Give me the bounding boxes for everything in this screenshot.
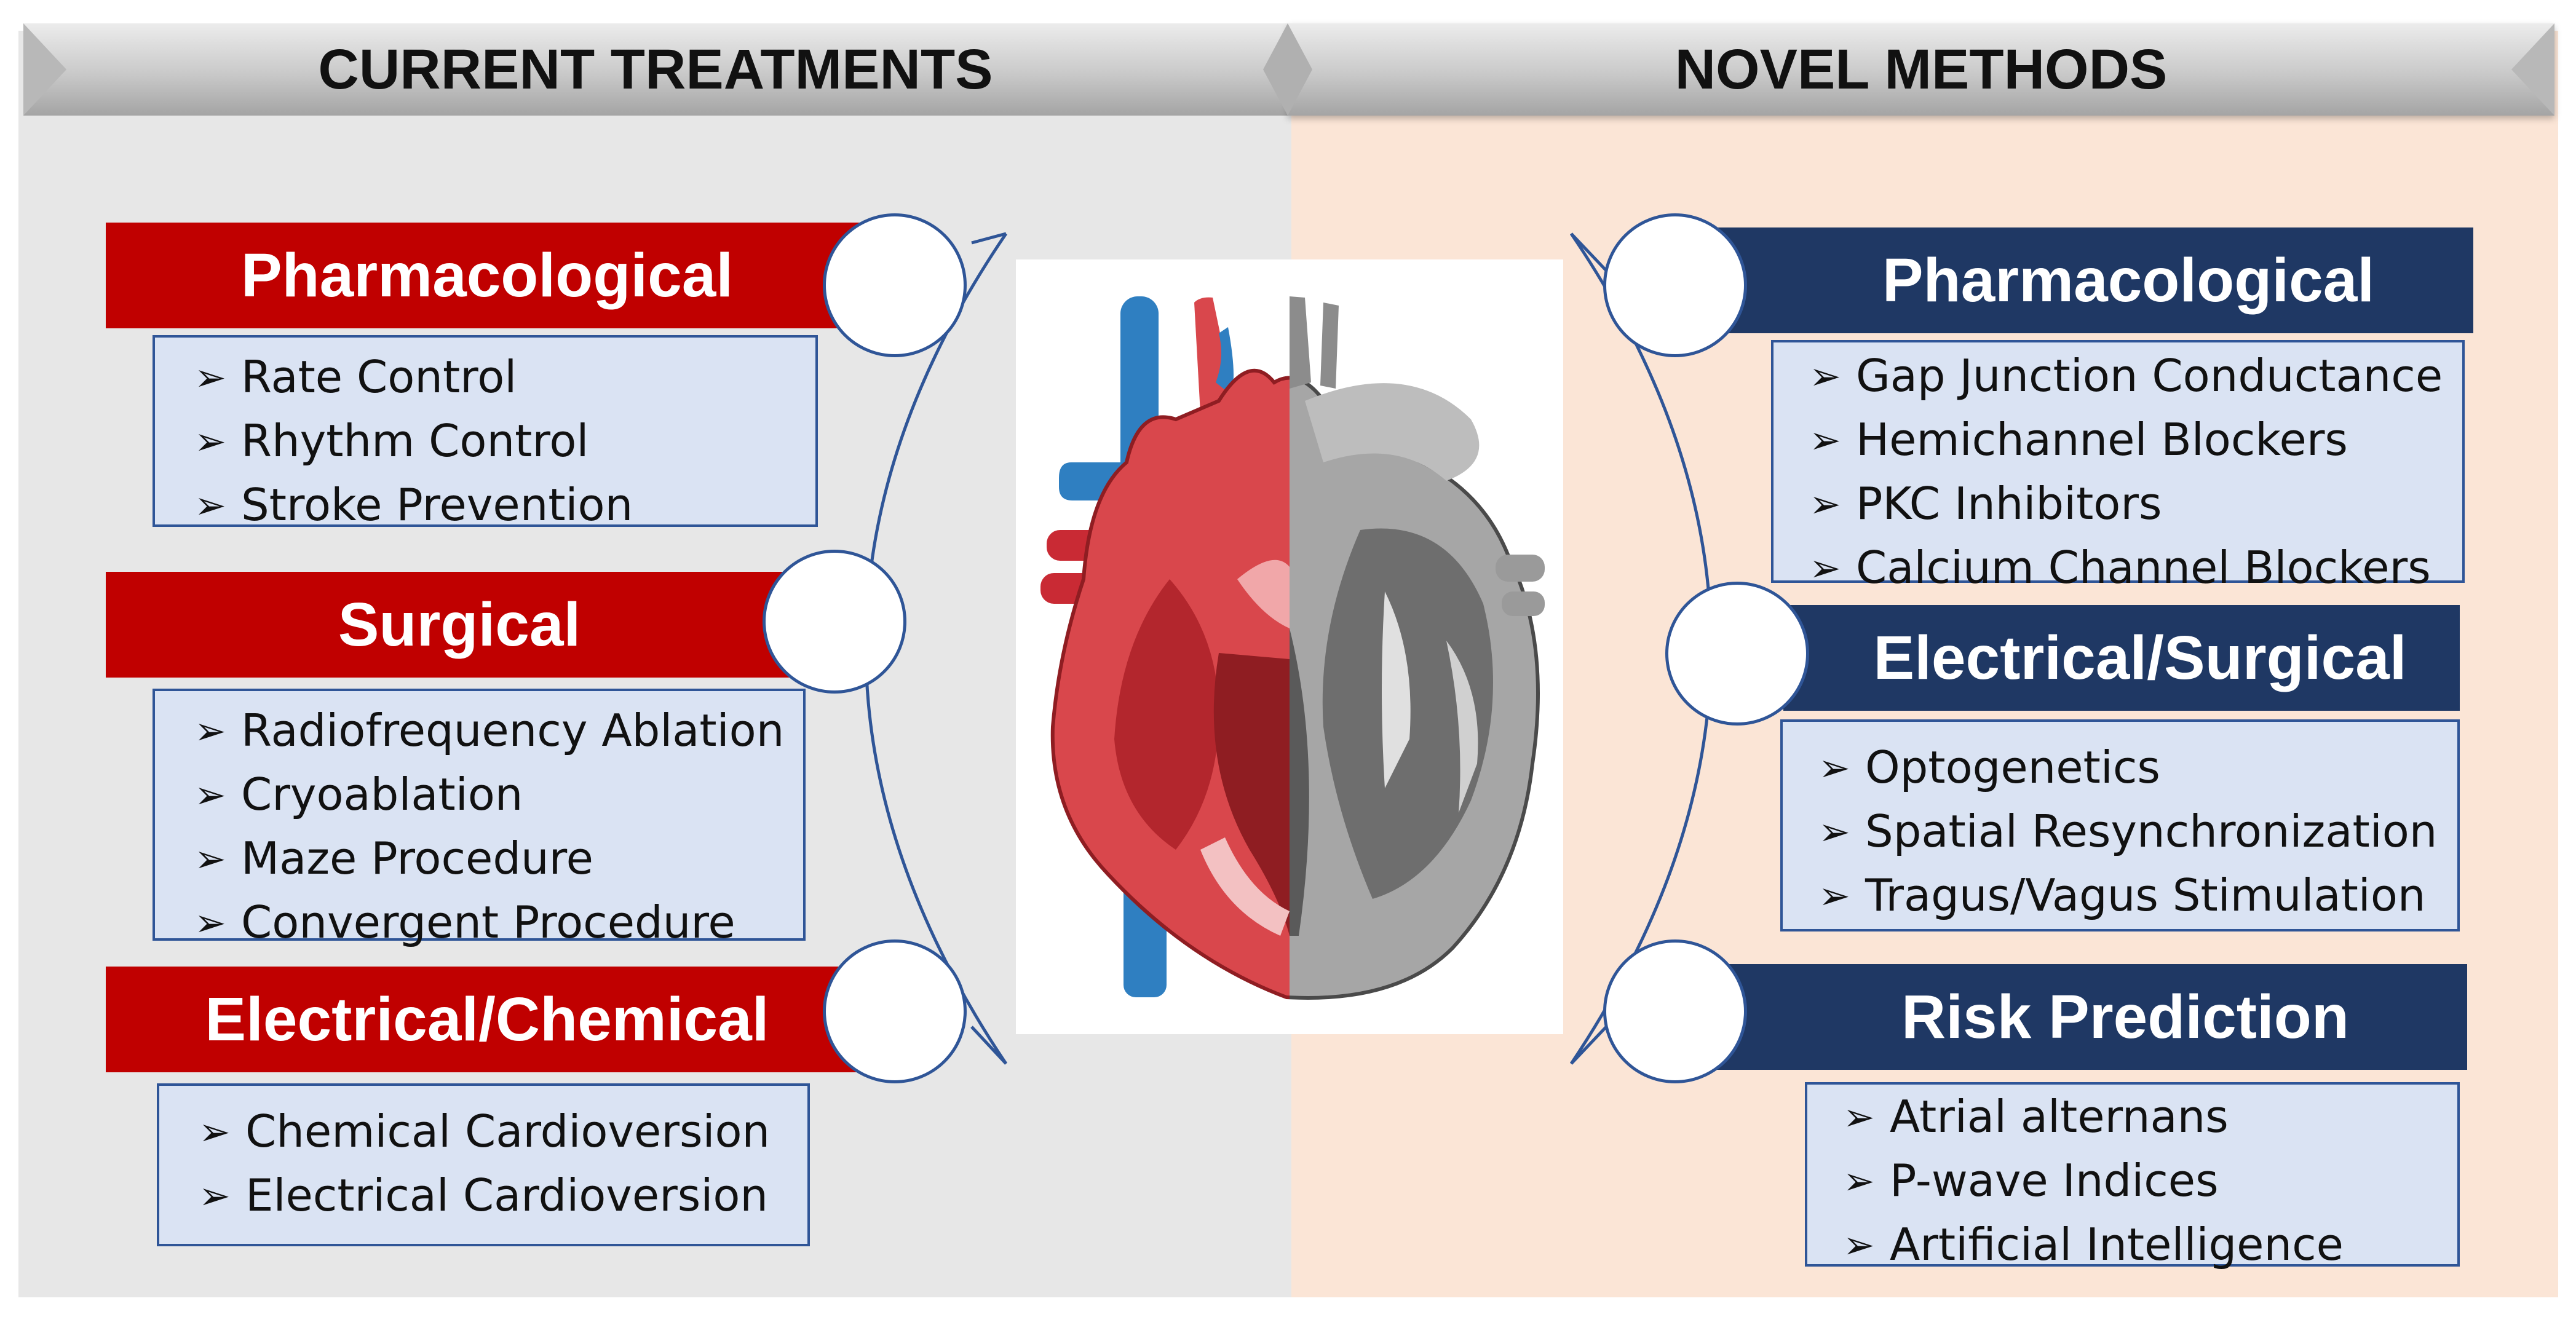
list-item: ➢Atrial alternans (1828, 1085, 2457, 1149)
arrowhead-bullet-icon: ➢ (1843, 1158, 1875, 1203)
header-middle-bevel (1263, 23, 1312, 116)
category-current-surgical: Surgical (106, 572, 813, 678)
category-title: Electrical/Chemical (205, 984, 769, 1054)
list-item: ➢Spatial Resynchronization (1804, 799, 2457, 863)
left-arc-top-tick (971, 232, 1007, 245)
current-surgical-list: ➢Radiofrequency Ablation ➢Cryoablation ➢… (153, 689, 806, 948)
category-title: Pharmacological (240, 240, 734, 310)
arrowhead-bullet-icon: ➢ (194, 772, 226, 817)
arrowhead-bullet-icon: ➢ (1818, 809, 1850, 854)
list-item: ➢Maze Procedure (180, 826, 803, 890)
list-item: ➢Chemical Cardioversion (184, 1099, 807, 1163)
category-novel-risk-prediction: Risk Prediction (1710, 964, 2467, 1070)
list-item: ➢P-wave Indices (1828, 1149, 2457, 1212)
header-left-bevel (23, 23, 66, 116)
list-item: ➢Calcium Channel Blockers (1794, 536, 2462, 599)
list-item: ➢Rate Control (180, 345, 815, 409)
list-item: ➢Electrical Cardioversion (184, 1163, 807, 1227)
arrowhead-bullet-icon: ➢ (1843, 1222, 1875, 1267)
novel-methods-title: NOVEL METHODS (1674, 38, 2168, 101)
category-current-pharmacological: Pharmacological (106, 223, 868, 328)
novel-risk-prediction-list: ➢Atrial alternans ➢P-wave Indices ➢Artif… (1805, 1082, 2460, 1270)
header-right-bevel (2511, 23, 2554, 116)
current-treatments-header: CURRENT TREATMENTS (23, 23, 1288, 116)
right-arc-top-tick (1570, 232, 1607, 272)
current-pharmacological-list: ➢Rate Control ➢Rhythm Control ➢Stroke Pr… (153, 335, 818, 531)
heart-anatomy-icon (1040, 296, 1545, 1000)
arrowhead-bullet-icon: ➢ (1809, 481, 1841, 526)
arrowhead-bullet-icon: ➢ (194, 418, 226, 464)
arrowhead-bullet-icon: ➢ (194, 708, 226, 753)
connector-circle (1665, 582, 1809, 726)
connector-circle (823, 939, 967, 1083)
list-item: ➢Radiofrequency Ablation (180, 698, 803, 762)
list-item: ➢Gap Junction Conductance (1794, 344, 2462, 408)
list-item: ➢Hemichannel Blockers (1794, 408, 2462, 472)
connector-circle (1603, 213, 1747, 357)
category-title: Electrical/Surgical (1873, 623, 2407, 692)
list-item: ➢Optogenetics (1804, 735, 2457, 799)
category-novel-electrical-surgical: Electrical/Surgical (1783, 605, 2460, 711)
heart-illustration-card (1016, 259, 1563, 1034)
arrowhead-bullet-icon: ➢ (194, 354, 226, 400)
connector-circle (1603, 939, 1747, 1083)
right-arc-bottom-tick (1570, 1026, 1607, 1065)
list-item: ➢Stroke Prevention (180, 473, 815, 537)
arrowhead-bullet-icon: ➢ (199, 1173, 231, 1218)
current-electrical-chemical-list: ➢Chemical Cardioversion ➢Electrical Card… (157, 1083, 810, 1246)
novel-methods-header: NOVEL METHODS (1288, 23, 2554, 116)
list-item: ➢Tragus/Vagus Stimulation (1804, 863, 2457, 927)
category-title: Surgical (338, 590, 581, 659)
category-novel-pharmacological: Pharmacological (1710, 227, 2473, 333)
left-arc-bottom-tick (970, 1026, 1007, 1065)
arrowhead-bullet-icon: ➢ (199, 1109, 231, 1154)
list-item: ➢Cryoablation (180, 762, 803, 826)
arrowhead-bullet-icon: ➢ (1809, 353, 1841, 398)
arrowhead-bullet-icon: ➢ (1809, 545, 1841, 590)
arrowhead-bullet-icon: ➢ (1809, 417, 1841, 462)
list-item: ➢Artificial Intelligence (1828, 1212, 2457, 1276)
list-item: ➢Rhythm Control (180, 409, 815, 473)
arrowhead-bullet-icon: ➢ (194, 900, 226, 945)
category-current-electrical-chemical: Electrical/Chemical (106, 967, 868, 1072)
arrowhead-bullet-icon: ➢ (194, 836, 226, 881)
current-treatments-title: CURRENT TREATMENTS (318, 38, 993, 101)
connector-circle (763, 550, 906, 694)
arrowhead-bullet-icon: ➢ (194, 482, 226, 528)
arrowhead-bullet-icon: ➢ (1818, 872, 1850, 918)
connector-circle (823, 213, 967, 357)
category-title: Pharmacological (1882, 245, 2375, 315)
list-item: ➢Convergent Procedure (180, 890, 803, 954)
novel-electrical-surgical-list: ➢Optogenetics ➢Spatial Resynchronization… (1780, 719, 2460, 931)
arrowhead-bullet-icon: ➢ (1818, 745, 1850, 790)
list-item: ➢PKC Inhibitors (1794, 472, 2462, 536)
category-title: Risk Prediction (1901, 982, 2349, 1051)
arrowhead-bullet-icon: ➢ (1843, 1094, 1875, 1139)
novel-pharmacological-list: ➢Gap Junction Conductance ➢Hemichannel B… (1771, 340, 2465, 593)
